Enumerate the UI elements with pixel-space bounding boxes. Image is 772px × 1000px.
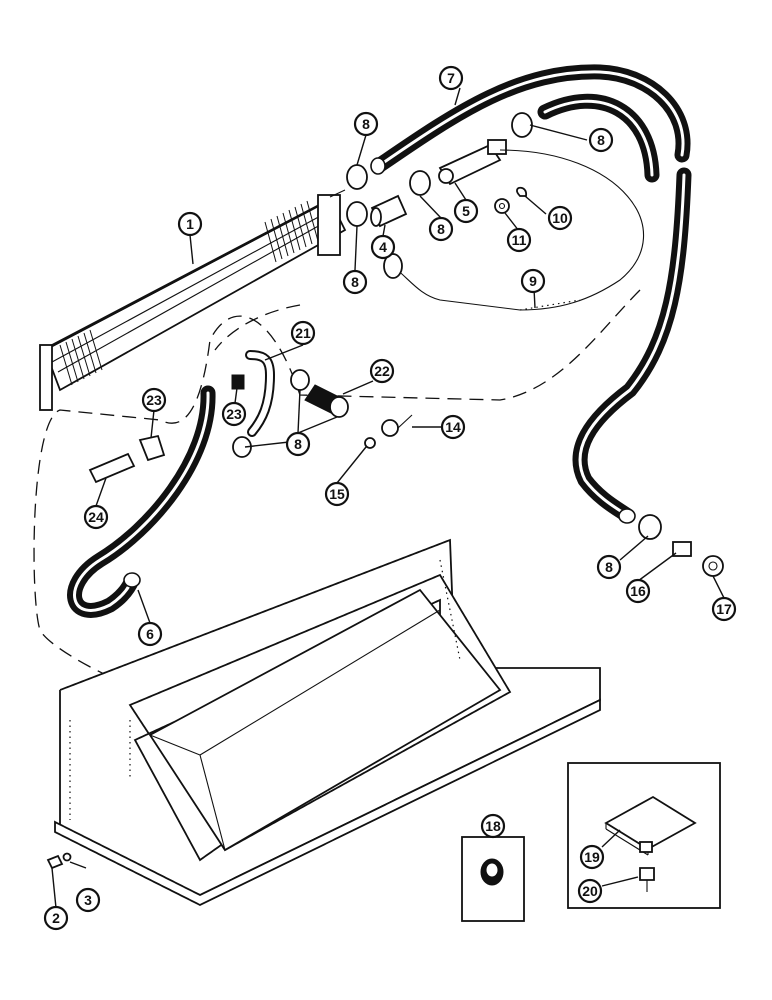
clip-23-lower bbox=[138, 434, 166, 462]
callout-label: 8 bbox=[437, 221, 445, 237]
callout-21: 21 bbox=[290, 320, 316, 346]
callout-8a: 8 bbox=[353, 111, 379, 137]
callout-label: 16 bbox=[630, 583, 646, 599]
tube-21 bbox=[245, 350, 276, 437]
callout-23b: 23 bbox=[141, 387, 167, 413]
callout-3: 3 bbox=[75, 887, 101, 913]
tube-24 bbox=[88, 452, 136, 484]
nut-11 bbox=[494, 198, 510, 214]
callout-label: 20 bbox=[582, 883, 598, 899]
heater-hose-right bbox=[537, 93, 692, 524]
callout-label: 4 bbox=[379, 239, 387, 255]
callout-9: 9 bbox=[520, 268, 546, 294]
callout-label: 21 bbox=[295, 325, 311, 341]
callout-24: 24 bbox=[83, 504, 109, 530]
hose-coupler-4 bbox=[370, 194, 408, 228]
callout-8f: 8 bbox=[596, 554, 622, 580]
callout-17: 17 bbox=[711, 596, 737, 622]
callout-label: 9 bbox=[529, 273, 537, 289]
callout-label: 23 bbox=[226, 406, 242, 422]
callout-label: 19 bbox=[584, 849, 600, 865]
callout-label: 8 bbox=[362, 116, 370, 132]
callout-10: 10 bbox=[547, 205, 573, 231]
callout-15: 15 bbox=[324, 481, 350, 507]
callout-label: 14 bbox=[445, 419, 461, 435]
fitting-17 bbox=[702, 555, 724, 577]
heater-hose-top bbox=[370, 64, 691, 175]
inset-18 bbox=[461, 836, 525, 922]
heater-core bbox=[39, 189, 347, 411]
callout-label: 17 bbox=[716, 601, 732, 617]
hose-clamps bbox=[232, 112, 662, 540]
callout-20: 20 bbox=[577, 878, 603, 904]
callout-label: 8 bbox=[351, 274, 359, 290]
callout-6: 6 bbox=[137, 621, 163, 647]
callout-7: 7 bbox=[438, 65, 464, 91]
callout-5: 5 bbox=[453, 198, 479, 224]
washer-3 bbox=[62, 852, 72, 862]
heater-housing bbox=[54, 538, 601, 907]
dashed-group-outline bbox=[33, 289, 641, 691]
callout-8c: 8 bbox=[428, 216, 454, 242]
callout-14: 14 bbox=[440, 414, 466, 440]
shutoff-valve-5 bbox=[438, 139, 507, 186]
clip-10 bbox=[516, 186, 527, 197]
callout-label: 7 bbox=[447, 70, 455, 86]
heater-hose-lower bbox=[67, 385, 216, 618]
callout-label: 8 bbox=[294, 436, 302, 452]
callout-4: 4 bbox=[370, 234, 396, 260]
callout-label: 6 bbox=[146, 626, 154, 642]
callout-label: 24 bbox=[88, 509, 104, 525]
callout-22: 22 bbox=[369, 358, 395, 384]
callout-8d: 8 bbox=[342, 269, 368, 295]
callout-1: 1 bbox=[177, 211, 203, 237]
control-cable-9 bbox=[383, 149, 645, 311]
drain-valve-14 bbox=[381, 414, 413, 437]
callout-8e: 8 bbox=[285, 431, 311, 457]
callout-23a: 23 bbox=[221, 401, 247, 427]
callout-19: 19 bbox=[579, 844, 605, 870]
clip-23-upper bbox=[231, 374, 245, 390]
dashed-link-radiator bbox=[214, 304, 301, 351]
callout-label: 22 bbox=[374, 363, 390, 379]
callout-8b: 8 bbox=[588, 127, 614, 153]
fitting-16 bbox=[672, 541, 692, 557]
screw-2 bbox=[46, 854, 64, 870]
callout-label: 1 bbox=[186, 216, 194, 232]
callout-16: 16 bbox=[625, 578, 651, 604]
callout-label: 18 bbox=[485, 818, 501, 834]
callout-label: 10 bbox=[552, 210, 568, 226]
plug-15 bbox=[364, 437, 376, 449]
callout-18: 18 bbox=[480, 813, 506, 839]
callout-2: 2 bbox=[43, 905, 69, 931]
callout-label: 8 bbox=[605, 559, 613, 575]
callout-label: 2 bbox=[52, 910, 60, 926]
callout-label: 5 bbox=[462, 203, 470, 219]
callout-label: 8 bbox=[597, 132, 605, 148]
callout-label: 15 bbox=[329, 486, 345, 502]
callout-label: 11 bbox=[512, 232, 527, 248]
callout-label: 3 bbox=[84, 892, 92, 908]
callout-label: 23 bbox=[146, 392, 162, 408]
callout-11: 11 bbox=[506, 227, 532, 253]
